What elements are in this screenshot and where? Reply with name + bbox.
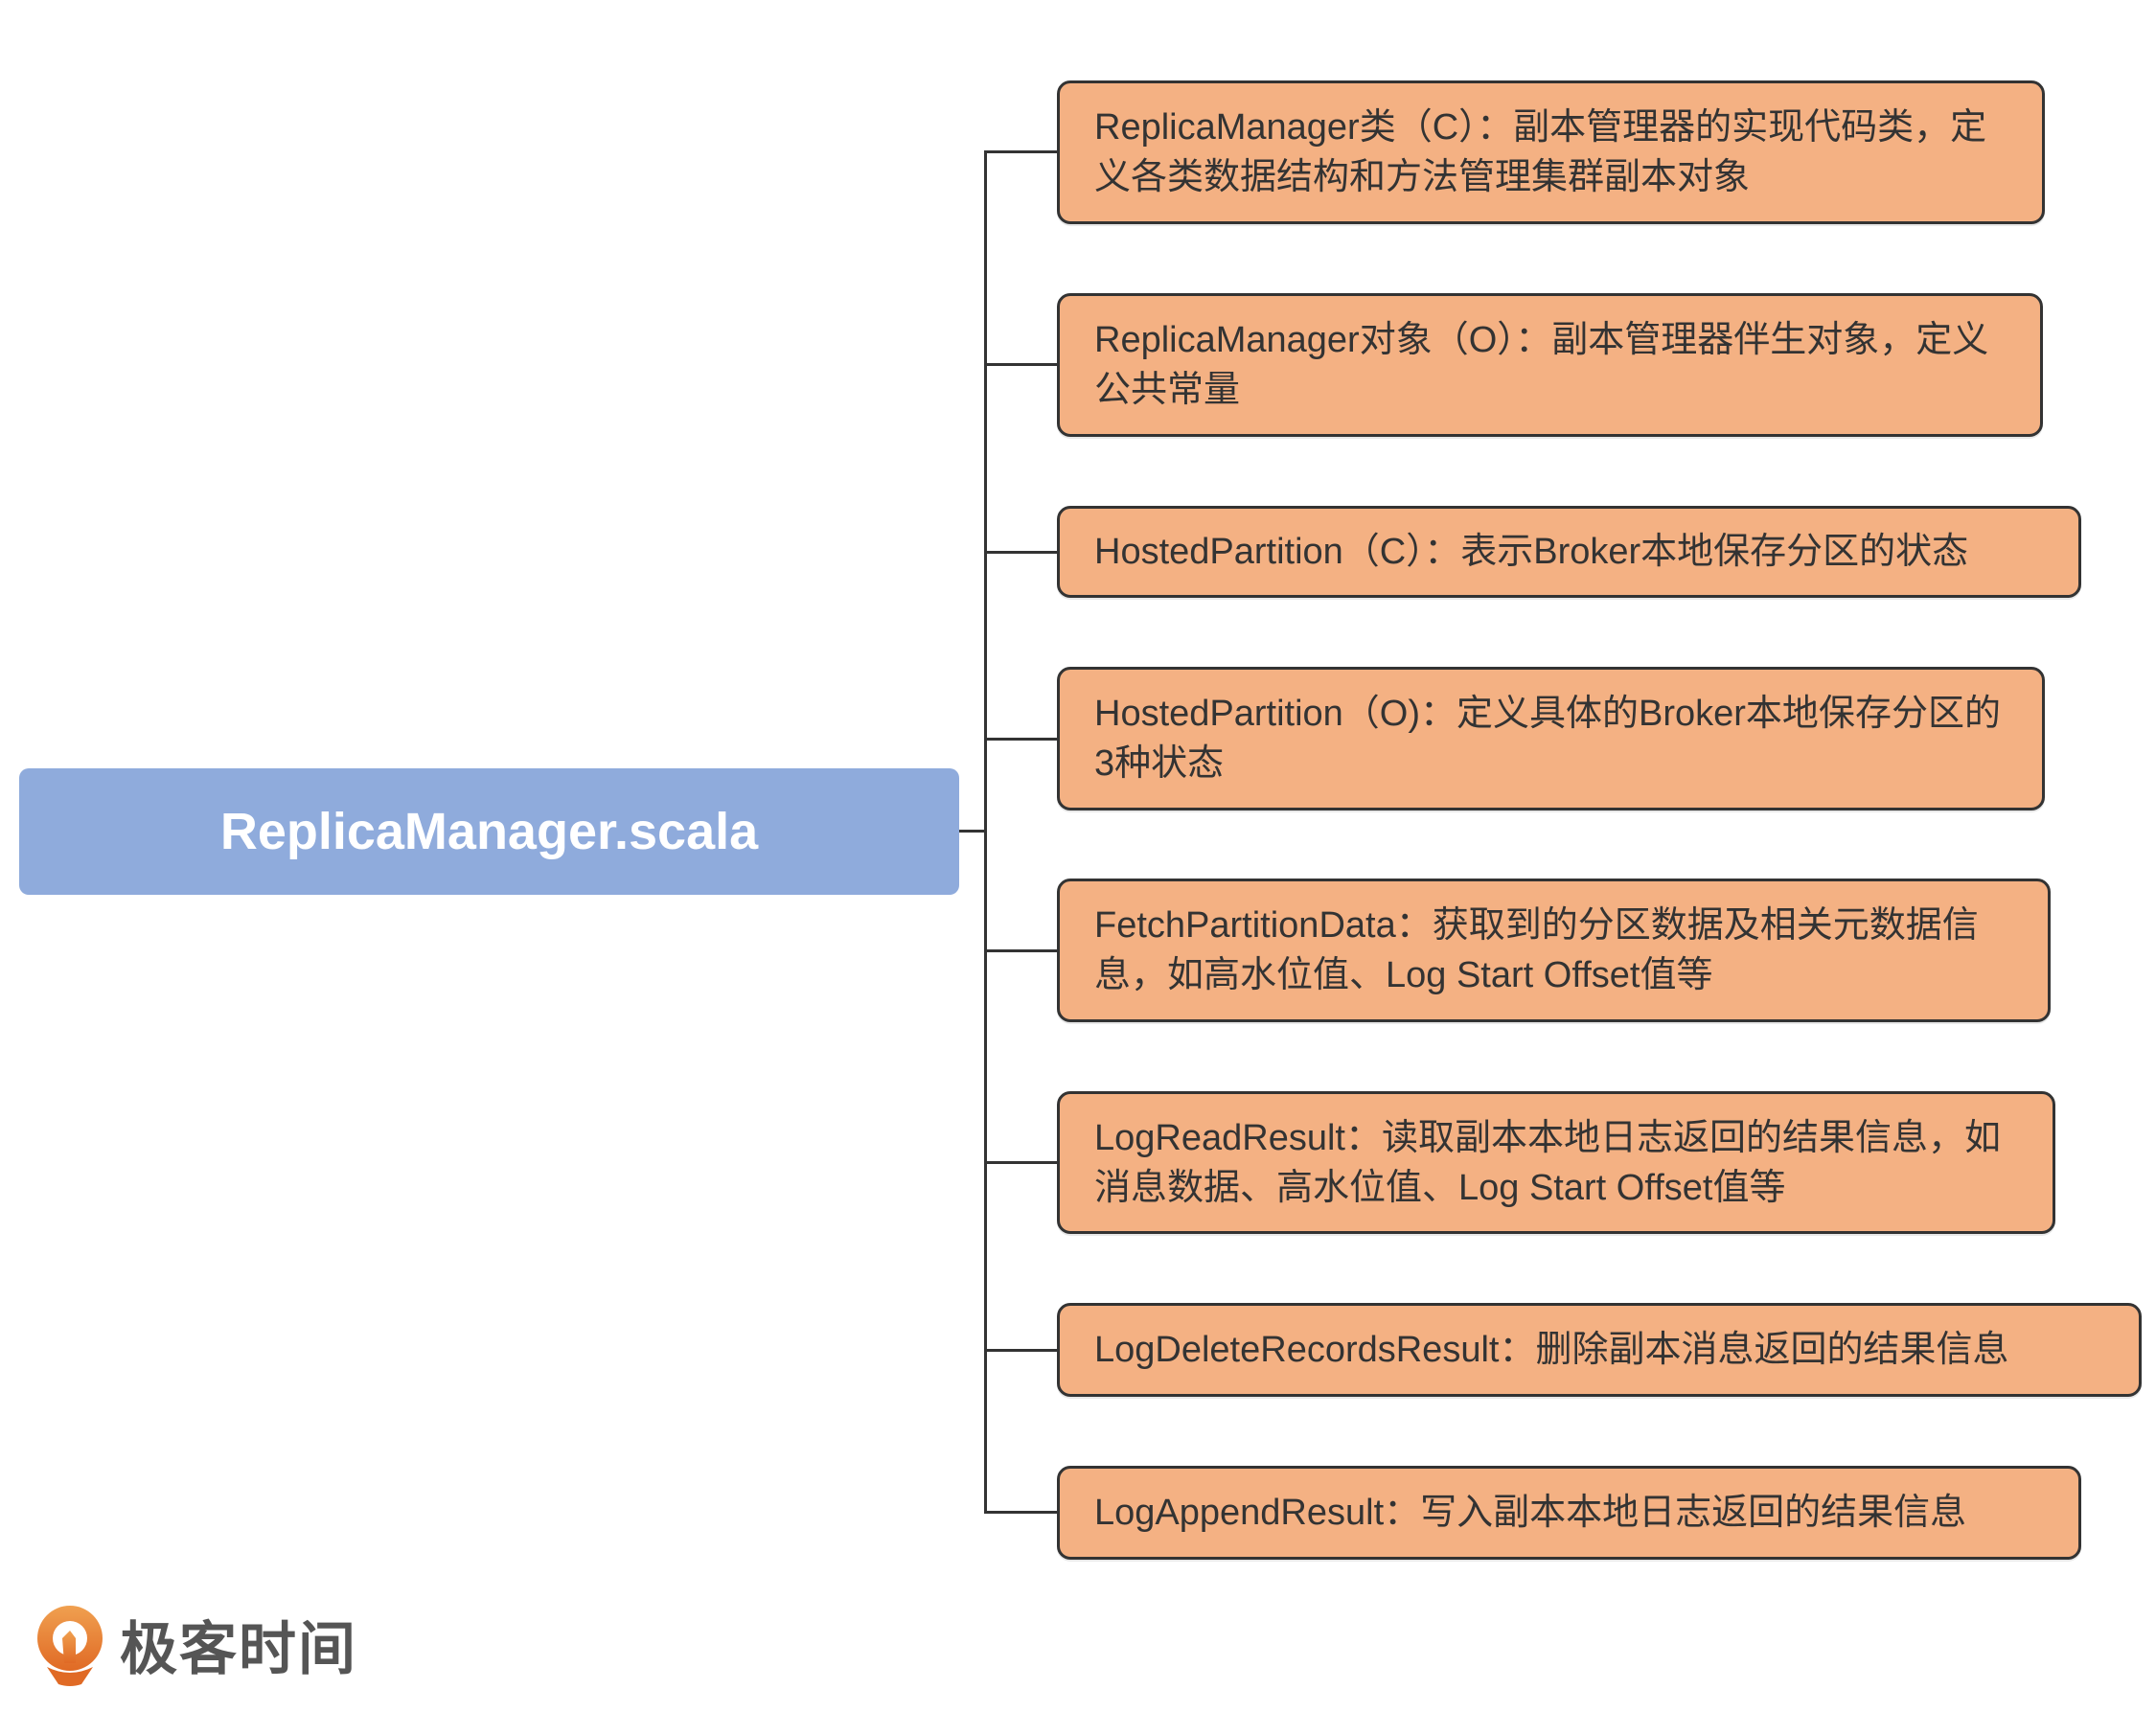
node-hostedpartition-class[interactable]: HostedPartition（C）：表示Broker本地保存分区的状态	[1057, 506, 2081, 598]
branch-connector	[984, 949, 1057, 952]
trunk-line	[984, 151, 987, 1513]
node-text: HostedPartition（O)：定义具体的Broker本地保存分区的3种状…	[1094, 694, 2001, 784]
node-logappendresult[interactable]: LogAppendResult：写入副本本地日志返回的结果信息	[1057, 1466, 2081, 1560]
node-text: LogReadResult：读取副本本地日志返回的结果信息，如消息数据、高水位值…	[1094, 1117, 2001, 1208]
node-logreadresult[interactable]: LogReadResult：读取副本本地日志返回的结果信息，如消息数据、高水位值…	[1057, 1091, 2055, 1234]
branch-connector	[984, 363, 1057, 366]
root-label: ReplicaManager.scala	[219, 803, 759, 860]
node-logdeleterecordsresult[interactable]: LogDeleteRecordsResult：删除副本消息返回的结果信息	[1057, 1303, 2142, 1397]
node-text: LogDeleteRecordsResult：删除副本消息返回的结果信息	[1094, 1330, 2009, 1370]
node-fetchpartitiondata[interactable]: FetchPartitionData：获取到的分区数据及相关元数据信息，如高水位…	[1057, 879, 2051, 1022]
node-replicamanager-object[interactable]: ReplicaManager对象（O）：副本管理器伴生对象，定义公共常量	[1057, 293, 2043, 437]
node-text: LogAppendResult：写入副本本地日志返回的结果信息	[1094, 1493, 1967, 1533]
node-hostedpartition-object[interactable]: HostedPartition（O)：定义具体的Broker本地保存分区的3种状…	[1057, 667, 2045, 810]
branch-connector	[984, 150, 1057, 153]
node-text: FetchPartitionData：获取到的分区数据及相关元数据信息，如高水位…	[1094, 905, 1979, 995]
root-node[interactable]: ReplicaManager.scala	[19, 768, 959, 895]
branch-connector	[984, 738, 1057, 741]
node-text: ReplicaManager类（C）：副本管理器的实现代码类，定义各类数据结构和…	[1094, 107, 1987, 197]
node-replicamanager-class[interactable]: ReplicaManager类（C）：副本管理器的实现代码类，定义各类数据结构和…	[1057, 80, 2045, 224]
branch-connector	[984, 1349, 1057, 1352]
node-text: ReplicaManager对象（O）：副本管理器伴生对象，定义公共常量	[1094, 320, 1989, 410]
geektime-logo: 极客时间	[34, 1603, 357, 1686]
root-connector	[959, 830, 987, 833]
branch-connector	[984, 1511, 1057, 1514]
node-text: HostedPartition（C）：表示Broker本地保存分区的状态	[1094, 532, 1969, 572]
logo-text: 极客时间	[120, 1617, 357, 1681]
branch-connector	[984, 551, 1057, 554]
branch-connector	[984, 1161, 1057, 1164]
geektime-logo-icon	[37, 1605, 103, 1686]
